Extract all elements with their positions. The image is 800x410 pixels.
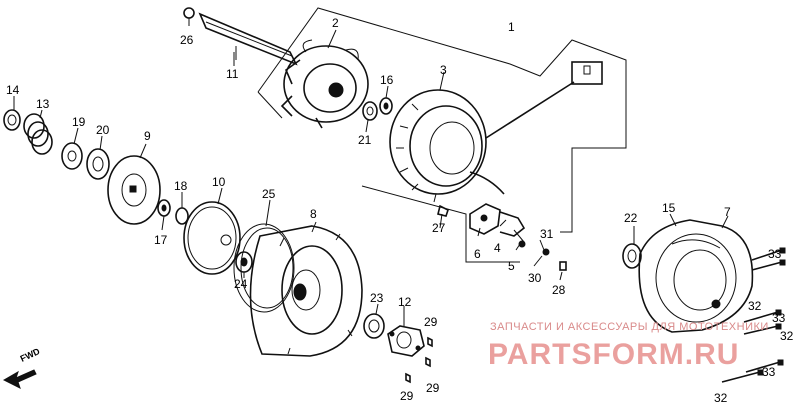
part-12-bracket <box>387 325 425 357</box>
callout-32b: 32 <box>780 329 794 343</box>
callout-2: 2 <box>332 16 339 30</box>
part-29-screws <box>405 336 433 384</box>
callout-13: 13 <box>36 97 50 111</box>
part-10-gasket <box>183 201 241 275</box>
fwd-label: FWD <box>19 346 42 364</box>
callout-27: 27 <box>432 221 446 235</box>
watermark: ЗАПЧАСТИ И АКСЕССУАРЫ ДЛЯ МОТОТЕХНИКИ PA… <box>488 321 769 371</box>
callout-33a: 33 <box>768 247 782 261</box>
callout-30: 30 <box>528 271 542 285</box>
part-7-15-cover <box>638 219 754 333</box>
callout-19: 19 <box>72 115 86 129</box>
part-20-washer <box>86 148 110 180</box>
callout-10: 10 <box>212 175 226 189</box>
part-22-seal <box>622 243 642 269</box>
callout-24: 24 <box>234 277 248 291</box>
watermark-logo: PARTSFORM.RU <box>488 338 739 371</box>
callout-29b: 29 <box>426 381 440 395</box>
callout-22: 22 <box>624 211 638 225</box>
callout-7: 7 <box>724 205 731 219</box>
callout-3: 3 <box>440 63 447 77</box>
assembly-bracket-outline <box>257 7 627 263</box>
callout-23: 23 <box>370 291 384 305</box>
callout-25: 25 <box>262 187 276 201</box>
part-19-washer <box>61 142 83 170</box>
callout-15: 15 <box>662 201 676 215</box>
callout-11: 11 <box>226 67 239 81</box>
part-8-cover <box>249 225 363 357</box>
part-13-spring <box>23 113 53 155</box>
callout-29a: 29 <box>424 315 438 329</box>
callout-32a: 32 <box>748 299 762 313</box>
callout-12: 12 <box>398 295 412 309</box>
part-17-nut <box>157 199 171 217</box>
callout-8: 8 <box>310 207 317 221</box>
part-26-ring <box>183 7 195 19</box>
part-11-shaft <box>198 12 298 66</box>
callout-28: 28 <box>552 283 566 297</box>
callout-18: 18 <box>174 179 188 193</box>
callout-14: 14 <box>6 83 20 97</box>
part-2-rotor <box>280 39 369 129</box>
callout-5: 5 <box>508 259 515 273</box>
part-16-washer <box>379 97 393 115</box>
callout-21: 21 <box>358 133 372 147</box>
part-25-gasket <box>233 223 295 313</box>
callout-33c: 33 <box>762 365 776 379</box>
callout-17: 17 <box>154 233 168 247</box>
part-3-stator <box>389 89 505 203</box>
callout-6: 6 <box>474 247 481 261</box>
callout-1: 1 <box>508 20 515 34</box>
part-28-30-31-small-screws <box>542 248 567 271</box>
callout-20: 20 <box>96 123 110 137</box>
leader-lines <box>13 18 729 326</box>
part-32-33-bolts <box>721 247 786 383</box>
part-6-pickup <box>469 203 501 235</box>
callout-33b: 33 <box>772 311 786 325</box>
callout-16: 16 <box>380 73 394 87</box>
callout-9: 9 <box>144 129 151 143</box>
watermark-tagline: ЗАПЧАСТИ И АКСЕССУАРЫ ДЛЯ МОТОТЕХНИКИ <box>490 321 769 333</box>
callout-31: 31 <box>540 227 554 241</box>
part-27-screw <box>437 204 449 217</box>
part-9-plate <box>107 155 161 225</box>
part-14-cap <box>3 109 21 131</box>
callout-29c: 29 <box>400 389 414 403</box>
callout-32c: 32 <box>714 391 728 405</box>
callout-26: 26 <box>180 33 194 47</box>
wire-harness-connector <box>485 61 603 139</box>
fwd-arrow: FWD <box>2 346 42 389</box>
part-24-seal <box>235 251 253 273</box>
callout-labels: 1 2 3 4 5 6 7 8 9 10 11 12 13 14 15 16 1… <box>6 16 794 405</box>
part-4-5-wire-clamp <box>499 211 526 248</box>
callout-4: 4 <box>494 241 501 255</box>
part-21-washer <box>362 101 378 121</box>
part-23-bearing <box>363 313 385 339</box>
